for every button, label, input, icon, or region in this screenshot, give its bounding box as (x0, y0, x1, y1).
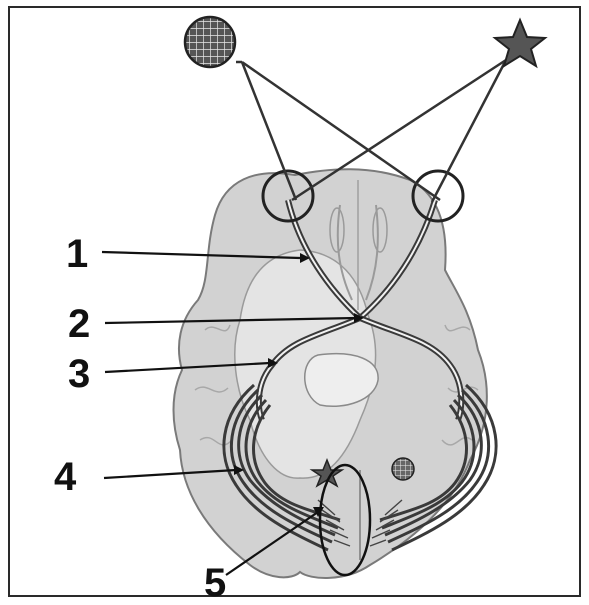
label-5: 5 (204, 561, 226, 605)
star-icon (495, 20, 545, 66)
label-1: 1 (66, 232, 88, 276)
label-2: 2 (68, 302, 90, 346)
label-4: 4 (54, 455, 77, 499)
grid-circle-icon (185, 17, 235, 67)
cortex-grid-circle-icon (392, 458, 414, 480)
label-3: 3 (68, 352, 90, 396)
